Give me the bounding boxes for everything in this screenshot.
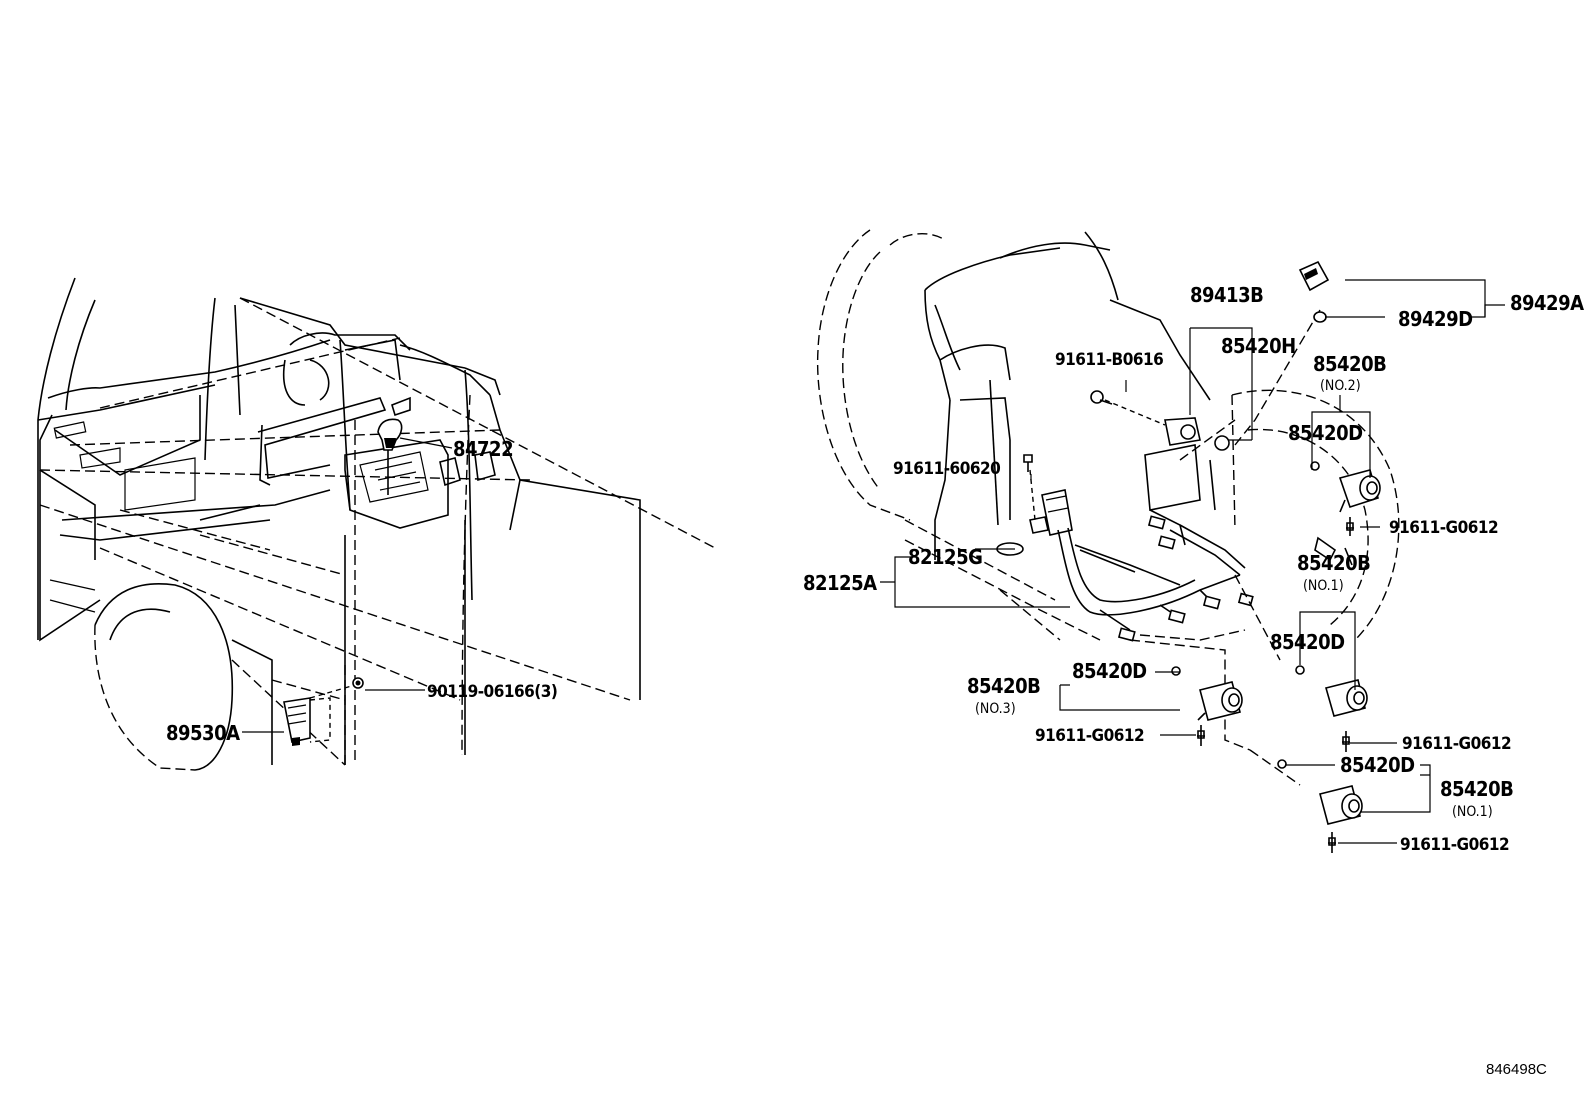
label-82125A: 82125A — [803, 571, 877, 595]
connector-82125A-part — [1029, 489, 1073, 536]
label-85420B-no2: 85420B — [1313, 352, 1386, 376]
label-no1b: (NO.1) — [1452, 804, 1493, 820]
label-85420B-no3: 85420B — [967, 674, 1040, 698]
label-89429A: 89429A — [1510, 291, 1584, 315]
label-91611-G0612-b: 91611-G0612 — [1035, 726, 1144, 746]
bolt-91611-G0612-b-part — [1197, 725, 1205, 746]
vehicle-cabin-illustration — [37, 277, 716, 771]
sensor-89429A-part — [1298, 260, 1330, 292]
label-82125G: 82125G — [908, 545, 982, 569]
leader-lines — [242, 279, 1505, 844]
label-no3: (NO.3) — [975, 701, 1016, 717]
label-85420B-no1b: 85420B — [1440, 777, 1513, 801]
ecu-89530A-part — [283, 684, 356, 746]
figure-id: 846498C — [1486, 1061, 1547, 1078]
label-91611-G0612-a: 91611-G0612 — [1389, 518, 1498, 538]
label-84722: 84722 — [453, 437, 513, 461]
label-no2: (NO.2) — [1320, 378, 1361, 394]
solenoid-85420B-no2-part — [1310, 461, 1381, 513]
shift-knob-84722-part — [377, 418, 403, 495]
label-89530A: 89530A — [166, 721, 240, 745]
bolt-91611-B0616-part — [1090, 390, 1113, 405]
solenoid-85420B-no1b-part — [1277, 759, 1363, 825]
label-85420H: 85420H — [1221, 334, 1296, 358]
label-91611-G0612-c: 91611-G0612 — [1402, 734, 1511, 754]
label-91611-G0612-d: 91611-G0612 — [1400, 835, 1509, 855]
label-85420D-c: 85420D — [1072, 659, 1147, 683]
transmission-illustration — [816, 229, 1400, 853]
label-91611-B0616: 91611-B0616 — [1055, 350, 1163, 370]
bolt-91611-G0612-a-part — [1346, 517, 1354, 536]
label-85420D-b: 85420D — [1270, 630, 1345, 654]
label-90119-06166: 90119-06166(3) — [427, 682, 557, 702]
bolt-91611-G0612-c-part — [1342, 731, 1350, 752]
solenoid-85420B-no3-part — [1171, 666, 1243, 721]
oring-89429D-part — [1313, 311, 1327, 323]
label-85420D-a: 85420D — [1288, 421, 1363, 445]
label-89413B: 89413B — [1190, 283, 1263, 307]
screw-90119-part — [352, 677, 364, 689]
label-91611-60620: 91611-60620 — [893, 459, 1000, 479]
label-89429D: 89429D — [1398, 307, 1473, 331]
label-no1a: (NO.1) — [1303, 578, 1344, 594]
bolt-91611-G0612-d-part — [1328, 832, 1336, 853]
part-labels: 84722 90119-06166(3) 89530A 89413B 85420… — [166, 283, 1585, 1078]
label-85420B-no1a: 85420B — [1297, 551, 1370, 575]
sensor-89413B-part — [1164, 417, 1230, 451]
bolt-91611-60620-part — [1023, 454, 1033, 472]
label-85420D-d: 85420D — [1340, 753, 1415, 777]
